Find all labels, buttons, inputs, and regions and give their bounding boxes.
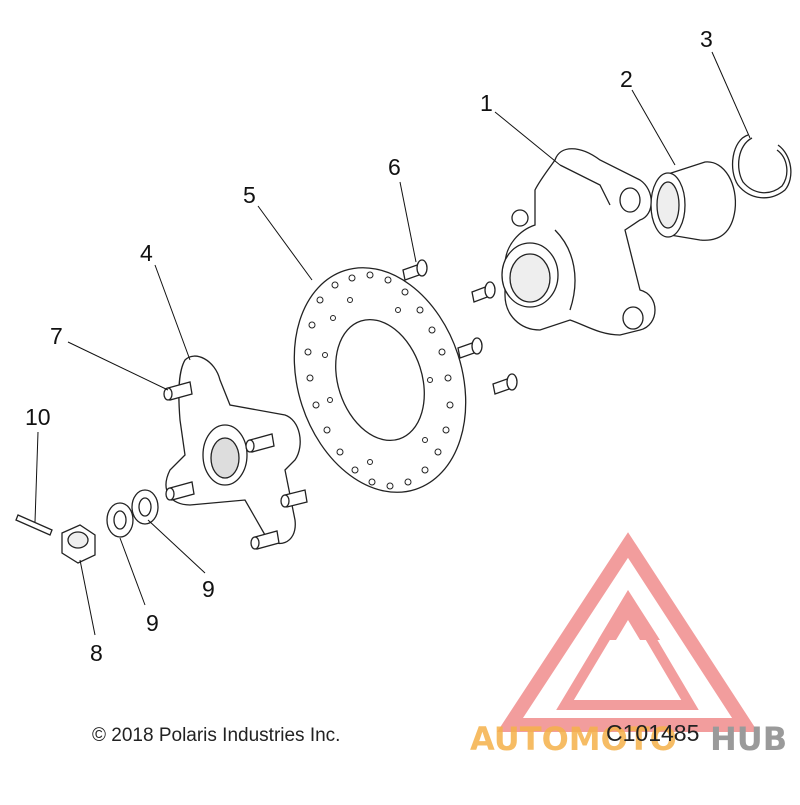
copyright-text: © 2018 Polaris Industries Inc. bbox=[92, 725, 341, 746]
part-5-brake-rotor bbox=[293, 267, 467, 493]
leader-lines bbox=[34, 51, 751, 636]
watermark-word-automoto: AUTOMOTO bbox=[470, 720, 677, 758]
callout-2: 2 bbox=[620, 66, 633, 92]
part-6-bolts bbox=[402, 259, 518, 395]
part-8-castle-nut bbox=[61, 524, 96, 564]
part-2-bearing bbox=[650, 161, 737, 241]
part-10-cotter-pin bbox=[15, 514, 53, 536]
watermark-word-hub: HUB bbox=[710, 720, 788, 758]
callout-3: 3 bbox=[700, 26, 713, 52]
callout-8: 8 bbox=[90, 640, 103, 666]
watermark-logo bbox=[497, 532, 758, 732]
callout-5: 5 bbox=[243, 182, 256, 208]
part-9-washers bbox=[106, 489, 159, 538]
part-1-knuckle bbox=[501, 148, 656, 336]
callout-9-lower: 9 bbox=[146, 610, 159, 636]
part-3-snap-ring bbox=[731, 134, 792, 199]
drawing-number: C101485 bbox=[606, 720, 700, 746]
callout-7: 7 bbox=[50, 323, 63, 349]
callout-6: 6 bbox=[388, 154, 401, 180]
callout-10: 10 bbox=[25, 404, 51, 430]
callout-1: 1 bbox=[480, 90, 493, 116]
part-4-hub bbox=[163, 355, 308, 550]
callout-4: 4 bbox=[140, 240, 153, 266]
callout-9-upper: 9 bbox=[202, 576, 215, 602]
